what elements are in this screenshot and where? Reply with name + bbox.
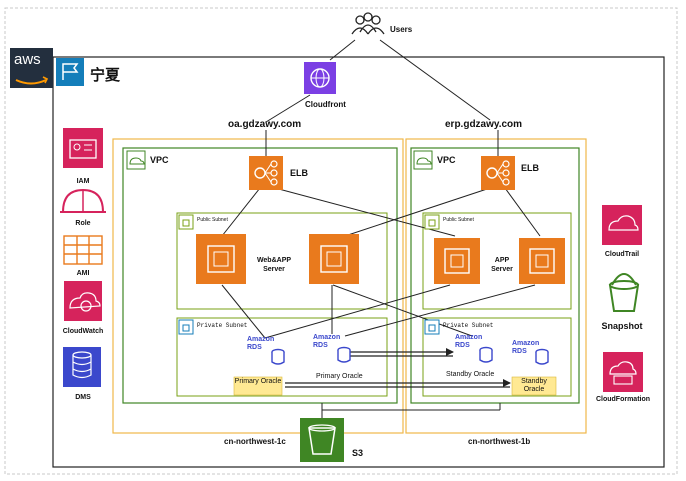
elb-right-label: ELB (521, 163, 539, 173)
region-boundary (52, 56, 665, 468)
ami-label: AMI (76, 270, 90, 277)
dms-label: DMS (75, 394, 91, 401)
dms-icon (63, 347, 101, 387)
elb-right-icon (481, 156, 515, 190)
iam-label: IAM (76, 178, 90, 185)
private-subnet-right-box (422, 317, 572, 397)
az-left-box (112, 138, 404, 434)
region-flag-icon (56, 58, 84, 86)
domain-right: erp.gdzawy.com (445, 119, 523, 130)
az-right-box (405, 138, 587, 434)
public-subnet-left-box (176, 212, 388, 310)
snapshot-label: Snapshot (601, 321, 643, 331)
role-label: Role (75, 220, 91, 227)
cloudformation-icon (603, 352, 643, 392)
rds-cylinder-3-icon (479, 346, 493, 363)
vpc-left-badge-icon (126, 150, 146, 170)
private-subnet-left-badge-icon (178, 319, 194, 335)
vpc-left-box (122, 147, 398, 404)
rds-label-3: Amazon RDS (455, 334, 483, 349)
cloudfront-icon (304, 62, 336, 94)
primary-oracle-box-label: Primary Oracle (234, 378, 282, 385)
users-label: Users (390, 25, 413, 34)
snapshot-bucket-icon (608, 273, 640, 312)
cloudfront-label: Cloudfront (305, 100, 346, 109)
standby-oracle-box (511, 376, 557, 396)
ec2-right-1-icon (434, 238, 480, 284)
vpc-right-badge-icon (413, 150, 433, 170)
web-app-server-label: Web&APP Server (256, 257, 292, 273)
rds-cylinder-1-icon (271, 348, 285, 365)
standby-oracle-box-label: Standby Oracle (521, 378, 547, 393)
public-subnet-right-badge-icon (424, 214, 440, 230)
public-subnet-right-label: Public Subnet (443, 217, 474, 223)
ec2-left-1-icon (196, 234, 246, 284)
s3-bucket-icon (300, 418, 344, 462)
connector-lines (221, 39, 541, 418)
iam-icon (63, 128, 103, 168)
cloudwatch-icon (64, 281, 102, 321)
cloudtrail-icon (602, 205, 642, 245)
public-subnet-left-label: Public Subnet (197, 217, 228, 223)
outer-frame (4, 7, 678, 475)
cloudformation-label: CloudFormation (595, 396, 651, 403)
primary-oracle-caption: Primary Oracle (316, 373, 363, 380)
vpc-right-label: VPC (437, 155, 456, 165)
private-subnet-right-badge-icon (424, 319, 440, 335)
rds-cylinder-2-icon (337, 346, 351, 363)
aws-logo-text: aws (14, 51, 41, 68)
standby-oracle-caption: Standby Oracle (446, 371, 495, 378)
elb-left-label: ELB (290, 168, 308, 178)
cloudwatch-label: CloudWatch (62, 328, 104, 335)
role-helmet-icon (60, 188, 106, 213)
ec2-right-2-icon (519, 238, 565, 284)
elb-left-icon (249, 156, 283, 190)
rds-label-2: Amazon RDS (313, 334, 341, 349)
az-right-label: cn-northwest-1b (468, 437, 531, 446)
app-server-label: APP Server (491, 257, 513, 273)
region-name: 宁夏 (90, 67, 121, 84)
cloudtrail-label: CloudTrail (604, 251, 640, 258)
private-subnet-left-box (176, 317, 388, 397)
ec2-left-2-icon (309, 234, 359, 284)
az-left-label: cn-northwest-1c (224, 437, 286, 446)
rds-label-1: Amazon RDS (247, 336, 275, 351)
domain-left: oa.gdzawy.com (228, 119, 302, 130)
rds-cylinder-4-icon (535, 348, 549, 365)
public-subnet-right-box (422, 212, 572, 310)
vpc-left-label: VPC (150, 155, 169, 165)
primary-oracle-box (233, 376, 283, 396)
rds-label-4: Amazon RDS (512, 340, 540, 355)
ami-grid-icon (63, 235, 103, 265)
private-subnet-right-label: Private Subnet (443, 322, 494, 329)
vpc-right-box (410, 147, 580, 404)
aws-logo (10, 48, 53, 88)
private-subnet-left-label: Private Subnet (197, 322, 248, 329)
users-icon (351, 12, 385, 35)
public-subnet-left-badge-icon (178, 214, 194, 230)
s3-label: S3 (352, 448, 364, 458)
